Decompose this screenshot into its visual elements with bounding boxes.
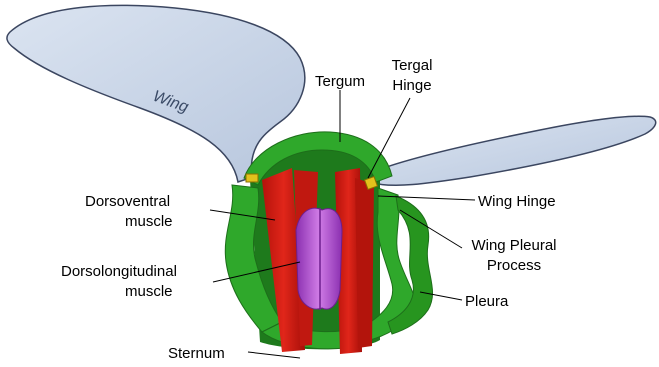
wing-pleural-label-2: Process (487, 257, 541, 274)
dorsolongitudinal-label-2: muscle (125, 283, 173, 300)
tergal-hinge-label-2: Hinge (392, 77, 431, 94)
wing-hinge-label: Wing Hinge (478, 193, 556, 210)
left-wing-hinge (246, 174, 258, 182)
dorsoventral-muscle-right-2 (355, 178, 374, 348)
dorsolongitudinal-muscle (296, 208, 342, 309)
pleura-label: Pleura (465, 293, 509, 310)
sternum-label: Sternum (168, 345, 225, 362)
tergum-label: Tergum (315, 73, 365, 90)
wing-pleural-label-1: Wing Pleural (471, 237, 556, 254)
dorsoventral-label-2: muscle (125, 213, 173, 230)
sternum-leader (248, 352, 300, 358)
dorsolongitudinal-label-1: Dorsolongitudinal (61, 263, 177, 280)
dorsoventral-label-1: Dorsoventral (85, 193, 170, 210)
right-wing (372, 116, 656, 185)
tergal-hinge-label-1: Tergal (392, 57, 433, 74)
